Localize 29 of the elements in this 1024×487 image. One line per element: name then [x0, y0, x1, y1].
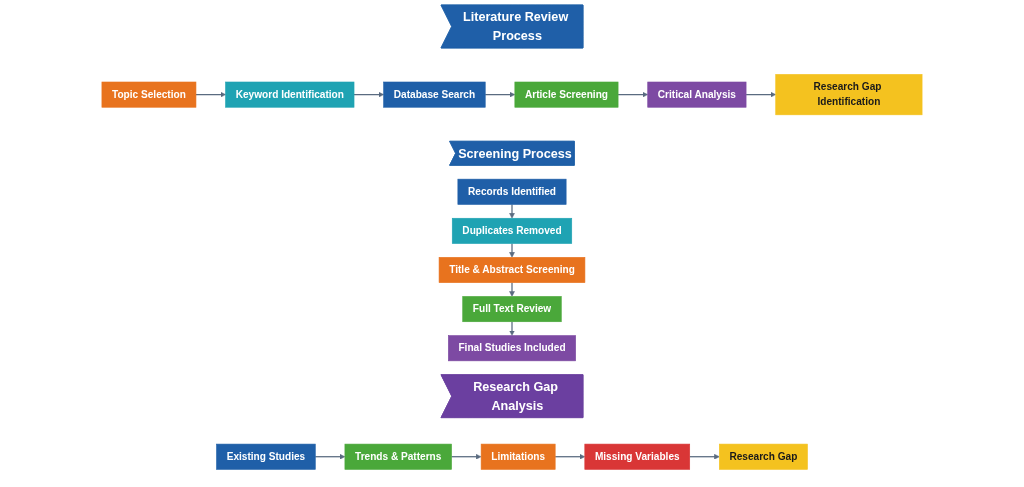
arrow — [195, 91, 226, 98]
arrow — [617, 91, 648, 98]
node-box: Duplicates Removed — [451, 217, 573, 244]
node-box: Keyword Identification — [225, 81, 355, 108]
arrow — [314, 453, 346, 460]
arrow — [689, 453, 720, 460]
arrow — [509, 282, 515, 297]
node-box: Trends & Patterns — [344, 443, 452, 470]
node-box: Limitations — [480, 443, 556, 470]
arrow — [353, 91, 384, 98]
node-box: Existing Studies — [216, 443, 316, 470]
node-box: Full Text Review — [462, 296, 562, 323]
node-box: Records Identified — [457, 178, 567, 205]
node-box: Critical Analysis — [647, 81, 747, 108]
arrow — [745, 91, 776, 98]
node-box: Database Search — [383, 81, 486, 108]
arrow — [450, 453, 482, 460]
arrow — [484, 91, 516, 98]
node-box: Missing Variables — [584, 443, 691, 470]
node-box: Title & Abstract Screening — [438, 257, 586, 283]
arrow — [554, 453, 586, 460]
arrow — [509, 321, 515, 336]
node-box: Research Gap Identification — [775, 74, 923, 116]
node-box: Research Gap — [719, 443, 808, 470]
arrow — [509, 203, 515, 219]
node-box: Article Screening — [514, 81, 619, 108]
node-box: Topic Selection — [101, 81, 197, 108]
node-box: Final Studies Included — [448, 335, 576, 362]
arrow — [509, 242, 515, 258]
